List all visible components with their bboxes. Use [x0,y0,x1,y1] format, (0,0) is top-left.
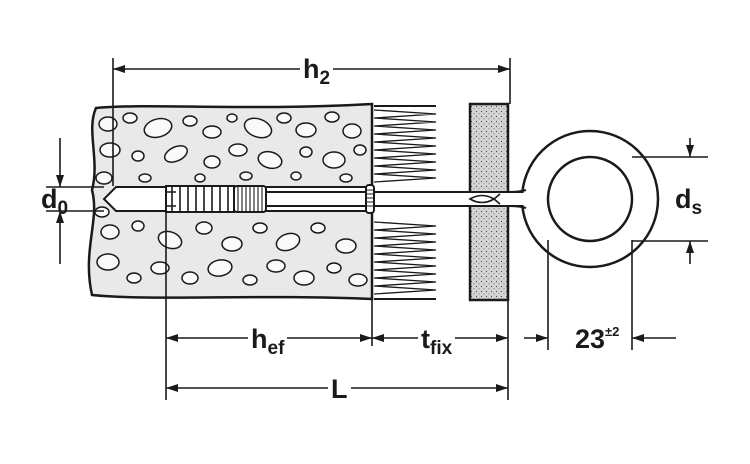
collar-ring [365,184,375,214]
label-hef: hef [248,326,288,358]
anchor-bolt [165,184,527,214]
threaded-cone [233,185,267,213]
dim-ds-lines [632,138,708,264]
label-eye-23: 23±2 [572,325,623,353]
concrete-aggregate [94,111,368,287]
label-h2: h2 [300,56,334,88]
label-l: L [328,376,351,403]
dim-eye-lines [524,240,676,350]
dim-d0-lines [46,138,104,264]
expansion-sleeve [165,185,235,213]
label-tfix: tfix [418,326,456,358]
insulation-layer [373,105,437,300]
fish-logo-icon [468,193,501,205]
label-ds: ds [675,184,703,219]
eye-ring [507,129,660,269]
label-d0: d0 [41,184,69,219]
